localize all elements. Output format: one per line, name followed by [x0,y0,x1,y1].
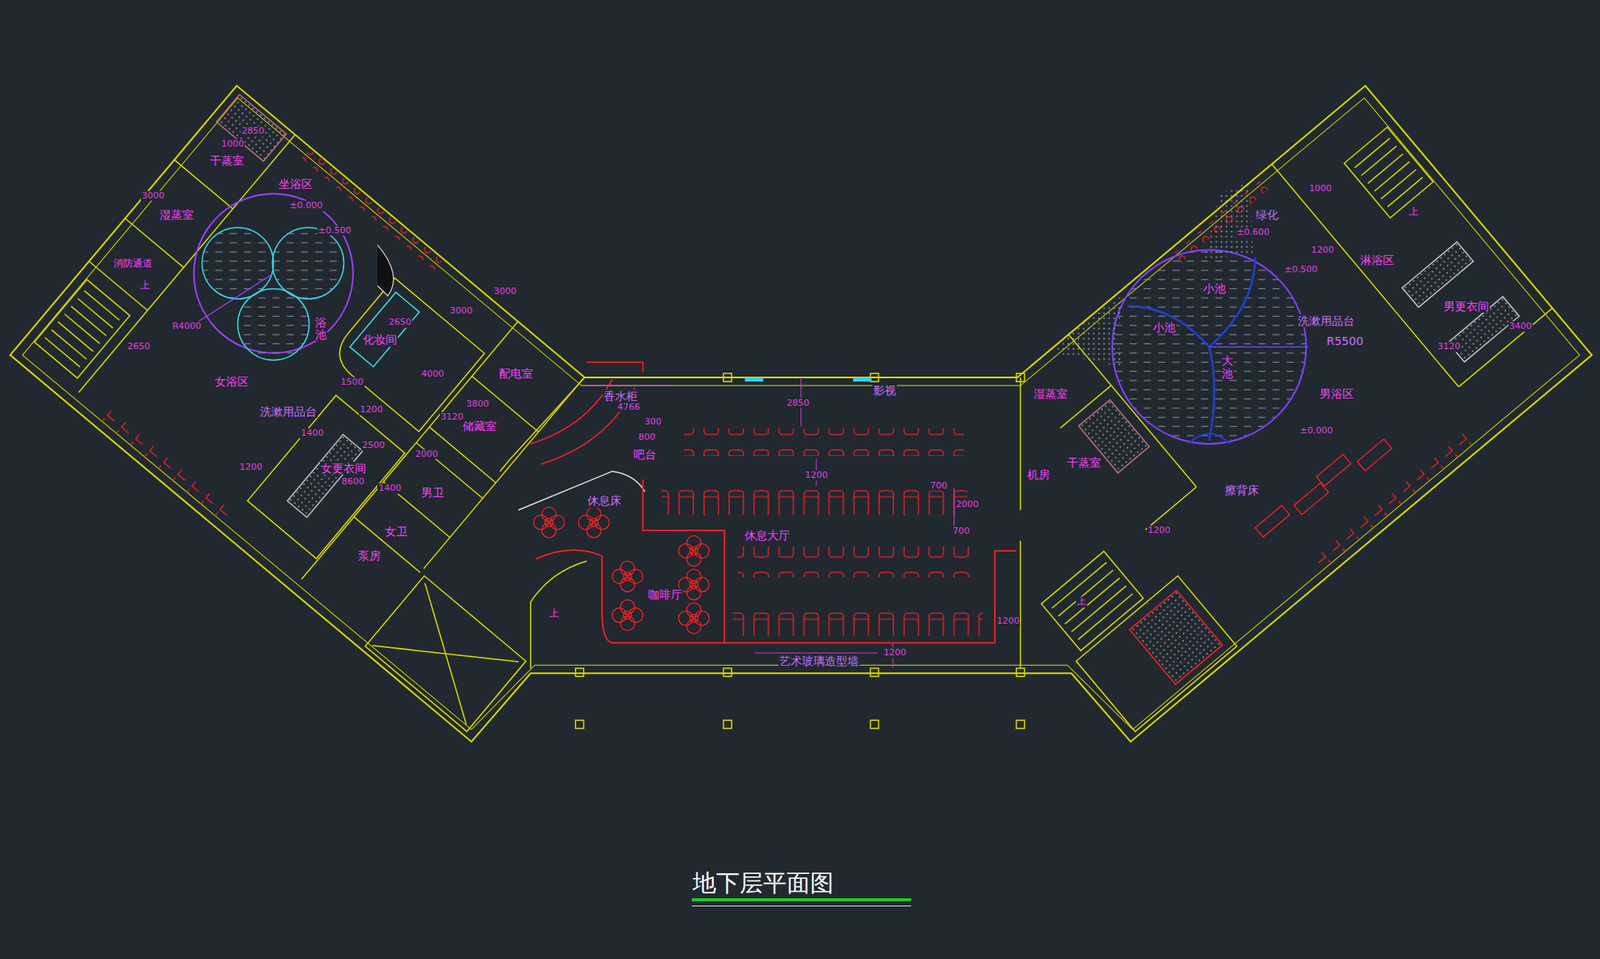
drawing-title: 地下层平面图 [692,867,834,901]
dimension-label: 2500 [361,440,386,452]
dimension-label: 1200 [804,470,829,482]
room-label: 男浴区 [1318,387,1355,401]
dimension-label: ±0.000 [1298,425,1334,436]
dimension-label: 700 [929,480,948,491]
dimension-label: 1000 [1308,183,1333,195]
room-label: 上 [1075,596,1088,608]
dimension-label: 1200 [1309,244,1335,256]
dimension-label: 4000 [420,369,445,380]
dimension-label: 1500 [340,377,365,389]
dimension-label: ±0.600 [1235,227,1271,239]
dimension-label: 700 [951,526,971,538]
room-label: 机房 [1026,468,1051,482]
dimension-label: 1000 [220,138,245,150]
room-label: 吧台 [632,447,658,461]
room-label: 淋浴区 [1359,253,1396,267]
dimension-label: 1200 [995,616,1020,628]
dimension-label: 8600 [341,476,366,487]
dimension-label: 3000 [448,306,474,317]
dimension-label: 1200 [1147,525,1172,537]
dimension-label: R4000 [171,321,203,333]
dimension-label: ±0.500 [317,225,353,236]
dimension-label: ±0.500 [1284,264,1319,275]
room-label: 小池 [1202,281,1227,295]
dimension-label: 800 [637,432,657,444]
room-label: 坐浴区 [277,177,314,191]
dimension-label: 1200 [238,462,264,474]
dimension-label: 3120 [1437,341,1462,353]
dimension-label: 300 [644,417,663,428]
dimension-label: 2850 [785,397,811,409]
room-label: 干蒸室 [1066,456,1102,470]
dimension-label: 1400 [377,483,402,495]
room-label: 配电室 [498,366,534,380]
room-label: 影视 [872,384,897,397]
dimension-label: 3000 [140,191,166,202]
dimension-label: 2000 [955,499,980,511]
dimension-label: 1200 [883,648,908,659]
dimension-label: 1200 [358,405,384,416]
room-label: 消防通道 [112,258,154,270]
room-label: 休息大厅 [743,529,791,542]
room-label: 绿化 [1254,207,1280,221]
room-label: 湿蒸室 [1032,387,1069,401]
room-label: 小池 [1152,320,1177,334]
room-label: 上 [548,608,560,620]
room-label: 上 [1408,206,1420,218]
room-label: 香水柜 [602,389,639,403]
dimension-label: 3400 [1508,321,1533,333]
room-label: 擦背床 [1224,483,1260,497]
dimension-label: 2850 [240,126,265,137]
dimension-label: 2000 [413,448,439,460]
room-label: 艺术玻璃造型墙 [778,654,860,668]
dimension-label: 3800 [465,398,490,410]
dimension-label: 3120 [439,412,465,423]
room-label: 洗漱用品台 [259,405,318,419]
room-label: 储藏室 [461,419,498,433]
dimension-label: 1400 [299,428,325,440]
room-label: 化妆间 [362,332,398,346]
dimension-label: 2650 [126,341,151,353]
room-label: 女浴区 [213,375,250,389]
room-label: 咖啡厅 [647,588,683,602]
room-label: 女卫 [384,524,409,538]
room-label: R5500 [1325,334,1364,348]
room-label: 浴池 [314,315,328,342]
room-label: 上 [139,280,151,292]
room-label: 休息床 [586,494,623,508]
dimension-label: ±0.000 [289,200,325,212]
room-label: 泵房 [357,549,382,563]
room-label: 干蒸室 [209,153,245,167]
room-label: 湿蒸室 [158,207,195,221]
room-label: 女更衣间 [320,461,367,475]
dimension-label: 4766 [616,401,641,413]
room-label: 男更衣间 [1442,299,1490,313]
room-label: 大池 [1220,354,1234,380]
dimension-label: 3000 [492,286,517,298]
room-label: 男卫 [420,486,445,500]
dimension-label: 2650 [388,317,413,329]
room-label: 洗漱用品台 [1297,313,1356,327]
